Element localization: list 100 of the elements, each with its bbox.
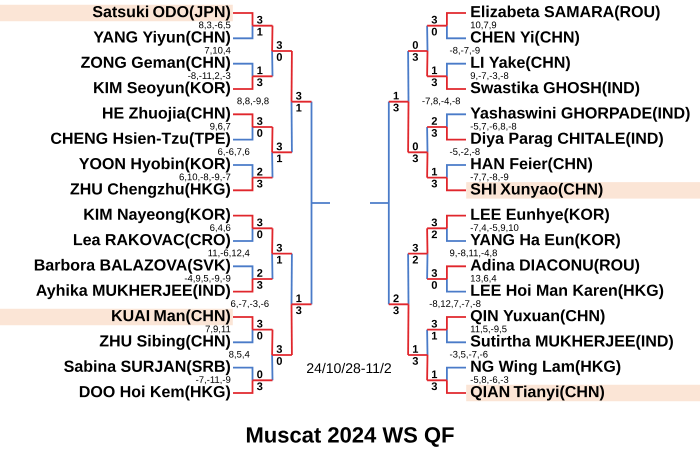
player-name: KIM Nayeong(KOR) [84, 208, 230, 224]
bracket-line [233, 380, 254, 394]
bracket-line [407, 304, 410, 355]
player-name: YOON Hyobin(KOR) [79, 158, 230, 172]
match-score: 3 2 [412, 244, 418, 264]
player-name: KIM Seoyun(KOR) [94, 82, 230, 96]
match-score: 3 1 [296, 92, 302, 112]
bracket-line [388, 102, 390, 304]
bracket-line [233, 164, 254, 178]
bracket-line [233, 214, 254, 228]
bracket-line [271, 354, 274, 380]
match-score: 3 0 [432, 269, 438, 289]
game-scores: 9,6,7 [210, 122, 230, 131]
bracket-line [446, 76, 466, 90]
highlighted-player-name: SHI Xunyao(CHN) [466, 182, 700, 199]
game-scores: -5,-2,-8 [450, 148, 480, 156]
bracket-line [290, 102, 293, 152]
game-scores: 13,6,4 [470, 274, 496, 283]
match-score: 2 3 [256, 269, 262, 289]
bracket-line [290, 254, 293, 304]
match-score: 3 0 [432, 16, 438, 36]
game-scores: -7,8,-4,-8 [422, 98, 460, 106]
match-score: 0 3 [256, 370, 262, 390]
game-scores: -8,12,7,-7,-8 [430, 300, 481, 308]
match-score: 3 0 [256, 218, 262, 238]
game-scores: 8,3,-6,5 [199, 22, 230, 30]
bracket-line [446, 316, 466, 330]
bracket-line [407, 254, 410, 304]
player-name: YANG Yiyun(CHN) [94, 30, 230, 46]
bracket-line [446, 228, 466, 242]
game-scores: 6,4,6 [210, 224, 230, 232]
bracket-line [290, 304, 293, 355]
bracket-line [290, 50, 293, 102]
bracket-line [426, 152, 428, 178]
bracket-line [271, 152, 274, 178]
game-scores: -5,8,-6,-3 [470, 376, 508, 384]
player-name: QIN Yuxuan(CHN) [470, 310, 605, 324]
match-score: 1 3 [296, 294, 302, 314]
player-name: YANG Ha Eun(KOR) [470, 234, 620, 248]
player-name: Sutirtha MUKHERJEE(IND) [470, 334, 673, 350]
match-score: 0 3 [412, 41, 418, 61]
player-name: ZHU Chengzhu(HKG) [70, 182, 230, 198]
bracket-line [233, 265, 254, 279]
game-scores: 8,5,4 [229, 350, 250, 359]
player-name: LEE Hoi Man Karen(HKG) [471, 284, 664, 300]
player-name: Barbora BALAZOVA(SVK) [34, 258, 230, 274]
bracket-line [407, 102, 410, 152]
highlighted-player-name: Satsuki ODO(JPN) [0, 4, 233, 22]
match-score: 2 3 [432, 117, 438, 137]
player-name: Adina DIACONU(ROU) [470, 258, 640, 274]
bracket-line [271, 228, 274, 254]
match-score: 3 1 [256, 16, 263, 36]
game-scores: 10,7,9 [470, 22, 496, 30]
bracket-line [426, 26, 428, 52]
player-name: DOO Hoi Kem(HKG) [80, 386, 230, 400]
player-name: ZHU Sibing(CHN) [100, 334, 230, 350]
match-score: 1 3 [432, 66, 438, 86]
game-scores: 8,8,-9,8 [237, 98, 269, 106]
highlighted-player-name: KUAI Man(CHN) [0, 308, 233, 326]
game-scores: -8,-11,2,-3 [188, 72, 230, 80]
player-name: Yashaswini GHORPADE(IND) [470, 106, 690, 122]
bracket-line [233, 113, 254, 127]
bracket-line [233, 62, 254, 76]
game-scores: -7,-11,-9 [196, 376, 230, 384]
game-scores: -8,-7,-9 [450, 46, 480, 55]
bracket-line [233, 228, 254, 242]
bracket-line [426, 254, 428, 280]
bracket-line [233, 279, 254, 293]
match-score: 3 0 [276, 345, 282, 365]
game-scores: 6,10,-8,-9,-7 [180, 174, 230, 182]
bracket-line [446, 265, 466, 279]
match-score: 1 3 [432, 370, 438, 390]
bracket-line [233, 127, 254, 141]
player-name: CHEN Yi(CHN) [470, 30, 580, 46]
match-score: 2 3 [256, 168, 262, 188]
match-score: 1 3 [432, 168, 438, 188]
player-name: Ayhika MUKHERJEE(IND) [36, 284, 230, 300]
game-scores: 6,-6,7,6 [218, 148, 250, 156]
bracket-line [446, 113, 466, 127]
bracket-line [426, 228, 428, 254]
match-score: 1 3 [393, 92, 399, 112]
bracket-line [233, 26, 254, 40]
game-scores: -3,5,-7,-6 [450, 350, 488, 359]
bracket-line [426, 330, 428, 355]
player-name: LI Yake(CHN) [471, 56, 570, 72]
game-scores: 9,-7,-3,-8 [470, 72, 508, 80]
highlighted-player-name: QIAN Tianyi(CHN) [466, 384, 700, 402]
bracket-line [446, 127, 466, 141]
bracket-line [407, 50, 410, 102]
match-score: 3 0 [256, 117, 262, 137]
bracket-line [233, 76, 254, 90]
match-score: 0 3 [412, 142, 418, 162]
game-scores: 7,9,11 [206, 326, 230, 334]
bracket-line [426, 354, 428, 380]
bracket-line [446, 62, 466, 76]
game-scores: -4,9,5,-9,-9 [184, 274, 230, 283]
player-name: NG Wing Lam(HKG) [471, 360, 620, 376]
bracket-line [310, 102, 312, 304]
player-name: ZONG Geman(CHN) [81, 56, 230, 72]
bracket-line [233, 330, 254, 344]
